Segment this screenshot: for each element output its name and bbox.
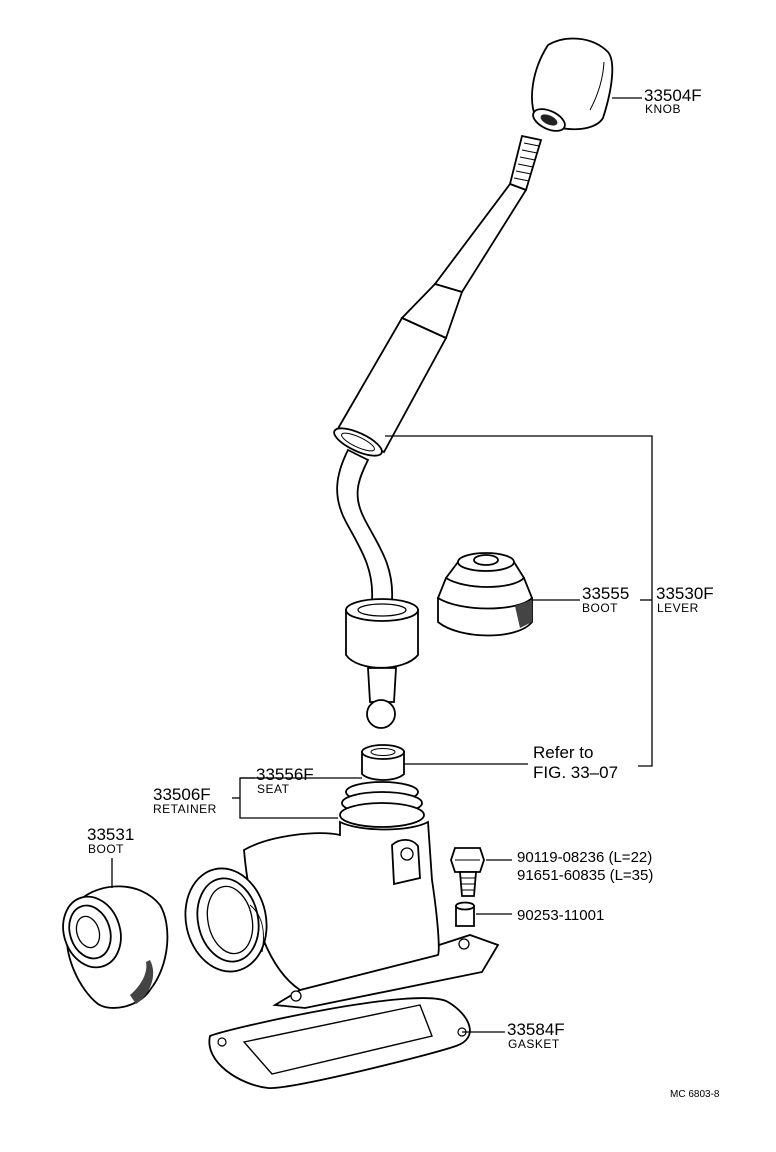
figure-code: MC 6803-8 <box>670 1089 720 1100</box>
seat-label: 33556F SEAT <box>256 765 314 796</box>
lever-label: 33530F LEVER <box>656 584 714 615</box>
knob-part-number: 33504F <box>644 86 702 105</box>
knob-label: 33504F KNOB <box>644 86 702 116</box>
upper-boot-part <box>436 552 534 637</box>
nut-part-number: 90253-11001 <box>517 907 604 924</box>
nut-part <box>455 901 475 927</box>
seat-part <box>361 744 405 781</box>
upper-boot-part-number: 33555 <box>582 584 629 603</box>
refer-figure-label: Refer to FIG. 33–07 <box>533 743 618 782</box>
side-boot-part-number: 33531 <box>87 825 134 844</box>
knob-part <box>531 37 614 132</box>
gasket-part-number: 33584F <box>507 1020 565 1039</box>
lever-part-name: LEVER <box>657 601 699 615</box>
retainer-part-number: 33506F <box>153 785 211 804</box>
retainer-label: 33506F RETAINER <box>153 785 217 816</box>
retainer-part-name: RETAINER <box>153 802 217 816</box>
bolt-labels: 90119-08236 (L=22) 91651-60835 (L=35) <box>517 849 653 884</box>
bolt-part-number-1: 90119-08236 (L=22) <box>517 849 652 866</box>
upper-boot-label: 33555 BOOT <box>582 584 629 615</box>
upper-boot-part-name: BOOT <box>582 601 618 615</box>
refer-to-text: Refer to <box>533 743 593 762</box>
gasket-part-name: GASKET <box>508 1037 560 1051</box>
figure-reference-text: FIG. 33–07 <box>533 763 618 782</box>
gasket-part <box>208 997 471 1089</box>
shift-lever-part <box>333 134 543 729</box>
leader-lines <box>111 97 653 1033</box>
side-boot-label: 33531 BOOT <box>87 825 134 856</box>
knob-part-name: KNOB <box>645 102 681 116</box>
nut-label: 90253-11001 <box>517 907 604 924</box>
shift-housing-part <box>184 820 500 1009</box>
seat-part-number: 33556F <box>256 765 314 784</box>
side-boot-part <box>62 885 169 1009</box>
gasket-label: 33584F GASKET <box>507 1020 565 1051</box>
side-boot-part-name: BOOT <box>88 842 124 856</box>
lever-part-number: 33530F <box>656 584 714 603</box>
bolt-part <box>450 847 485 897</box>
seat-part-name: SEAT <box>257 782 290 796</box>
bolt-part-number-2: 91651-60835 (L=35) <box>517 867 653 884</box>
retainer-part <box>339 781 425 828</box>
